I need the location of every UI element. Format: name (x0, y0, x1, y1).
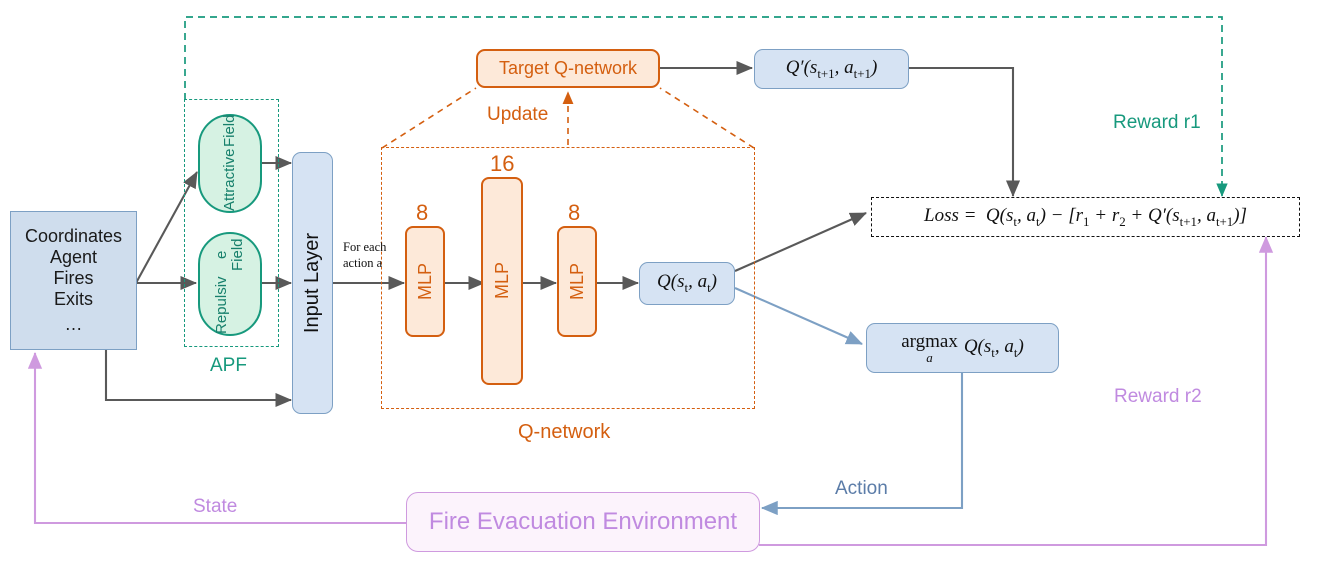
state-line-agent: Agent (49, 247, 98, 268)
apf-group-label: APF (210, 355, 247, 376)
mlp1-label: MLP (414, 262, 435, 300)
attractive-field-label-line2: Field (221, 115, 239, 148)
for-each-action-label: For each action a (343, 240, 386, 271)
q-prime-node[interactable]: Q′(st+1, at+1) (754, 49, 909, 89)
state-label: State (193, 496, 238, 517)
state-line-coordinates: Coordinates (24, 226, 123, 247)
argmax-label: argmax a Q(st, at) (901, 331, 1024, 365)
mlp3-node[interactable]: MLP (557, 226, 597, 337)
input-layer-label: Input Layer (301, 232, 323, 334)
qnetwork-group (381, 147, 755, 409)
state-line-exits: Exits (53, 288, 93, 309)
state-line-fires: Fires (53, 268, 94, 289)
target-qnetwork-node[interactable]: Target Q-network (476, 49, 660, 88)
for-each-action-line2: action a (343, 255, 383, 270)
q-prime-label: Q′(st+1, at+1) (785, 56, 878, 81)
mlp2-node[interactable]: MLP (481, 177, 523, 385)
apf-group (184, 99, 279, 347)
repulsive-field-node[interactable]: Repulsiv e Field (198, 232, 262, 336)
environment-label: Fire Evacuation Environment (428, 508, 738, 535)
state-input-box[interactable]: Coordinates Agent Fires Exits … (10, 211, 137, 350)
mlp1-node[interactable]: MLP (405, 226, 445, 337)
attractive-field-node[interactable]: Attractive Field (198, 114, 262, 213)
argmax-node[interactable]: argmax a Q(st, at) (866, 323, 1059, 373)
qnetwork-group-label: Q-network (518, 421, 611, 443)
mlp3-label: MLP (566, 262, 587, 300)
repulsive-field-label-line2: e Field (213, 238, 246, 271)
q-value-node[interactable]: Q(st, at) (639, 262, 735, 305)
reward-r2-label: Reward r2 (1114, 386, 1202, 407)
mlp2-label: MLP (491, 262, 512, 300)
attractive-field-label-line1: Attractive (221, 149, 239, 212)
mlp1-units-label: 8 (416, 200, 429, 225)
input-layer-node[interactable]: Input Layer (292, 152, 333, 414)
reward-r1-label: Reward r1 (1113, 112, 1201, 133)
loss-box[interactable]: Loss = Q(st, at) − [r1 + r2 + Q′(st+1, a… (871, 197, 1300, 237)
target-qnetwork-label: Target Q-network (498, 58, 638, 78)
loss-label: Loss = Q(st, at) − [r1 + r2 + Q′(st+1, a… (924, 204, 1247, 229)
for-each-action-line1: For each (343, 240, 387, 254)
mlp3-units-label: 8 (568, 200, 581, 225)
q-value-label: Q(st, at) (657, 271, 717, 295)
update-label: Update (487, 104, 549, 125)
action-label: Action (835, 478, 888, 499)
state-line-ellipsis: … (64, 313, 83, 334)
repulsive-field-label-line1: Repulsiv (213, 276, 231, 334)
mlp2-units-label: 16 (490, 151, 515, 176)
environment-node[interactable]: Fire Evacuation Environment (406, 492, 760, 552)
argmax-subscript: a (926, 350, 933, 365)
